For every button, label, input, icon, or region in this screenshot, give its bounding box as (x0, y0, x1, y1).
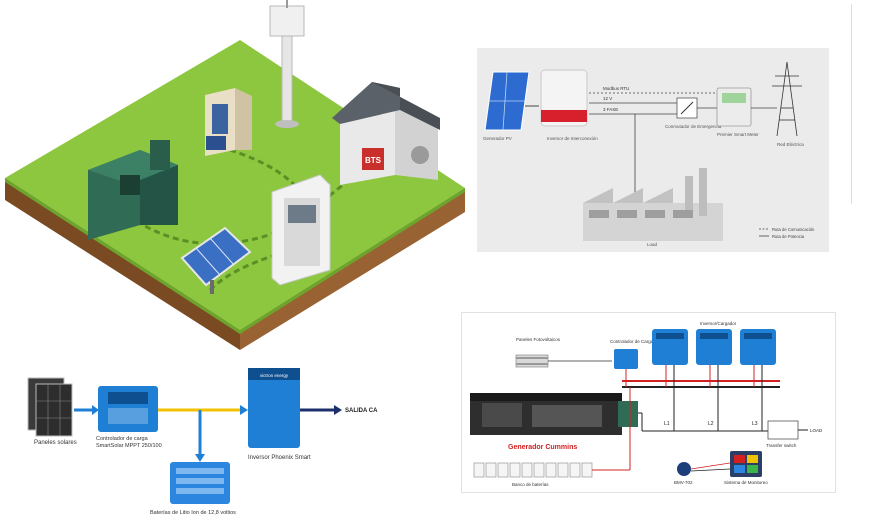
power-cabinet-icon (271, 174, 331, 286)
island-grass-top (5, 40, 465, 330)
phoenix-inverter-icon: victron energy (248, 368, 300, 448)
controller-label-2: SmartSolar MPPT 250/100 (96, 443, 162, 449)
mppt-controller-icon (98, 386, 158, 432)
legend-power-label: Ruta de Potencia (772, 234, 805, 239)
inverter-charger-icon (652, 329, 688, 365)
grid-tie-diagram-panel: Generador PV Inversor de Interconexión M… (477, 48, 829, 252)
grid-inverter-label: Inversor de Interconexión (547, 136, 598, 141)
pv-array-icon (484, 71, 530, 131)
arrow-right-icon (334, 405, 342, 415)
grid-inverter-icon (540, 69, 588, 127)
arrow-down-icon (195, 454, 205, 462)
monitoring-system-icon (730, 451, 762, 477)
inverter-charger-icon (696, 329, 732, 365)
panels-label: Paneles Fotovoltaicos (516, 337, 561, 342)
hybrid-system-schematic: Paneles Fotovoltaicos Controlador de Car… (470, 321, 823, 487)
hybrid-system-panel: Paneles Fotovoltaicos Controlador de Car… (461, 312, 836, 493)
transmission-tower-icon (772, 61, 802, 137)
bts-label: BTS (365, 156, 382, 165)
ac-label: 3 FASE (603, 107, 618, 112)
inverter-label: Inversor Phoenix Smart (248, 455, 311, 461)
victron-dc-system-panel: Paneles solares Controlador de carga Sma… (0, 368, 455, 519)
battery-bank-icon (473, 462, 593, 478)
transfer-switch-icon (767, 420, 799, 440)
bts-shelter-icon: BTS (332, 82, 440, 185)
emergency-switch-icon (676, 97, 698, 119)
dc-line (690, 462, 731, 470)
solar-panel-icon (180, 226, 252, 294)
isometric-microgrid-illustration: BTS (5, 0, 465, 350)
charge-controller-icon (614, 349, 638, 369)
bmv-monitor-icon (677, 462, 691, 476)
line-label-l1: L1 (664, 421, 670, 427)
meter-label: Premier Smart Meter (717, 132, 759, 137)
inverters-label: Inversor/Cargador (700, 321, 737, 326)
panels-label: Paneles solares (34, 440, 77, 446)
isometric-microgrid-panel: BTS (0, 0, 470, 350)
load-label: Load (647, 242, 658, 247)
bank-label: Banco de baterías (512, 482, 549, 487)
victron-dc-schematic: Paneles solares Controlador de carga Sma… (27, 368, 378, 516)
pv-panels-icon (515, 354, 549, 368)
controller-label-1: Controlador de carga (96, 436, 149, 442)
switch-label: Conmutador de Emergencia (665, 124, 722, 129)
bmv-label: BMV-702 (674, 480, 693, 485)
battery-label: Baterías de Litio Ion de 12,8 voltios (150, 510, 236, 516)
generator-icon (88, 140, 178, 240)
solar-panels-icon (27, 377, 73, 437)
dc-line (690, 468, 731, 472)
dc-label: 12 V (603, 96, 612, 101)
pv-label: Generador PV (483, 136, 512, 141)
arrow-right-icon (92, 405, 99, 415)
factory-icon (583, 168, 723, 241)
output-label: SALIDA CA (345, 408, 378, 414)
generator-label: Generador Cummins (508, 444, 577, 451)
island-soil-left (5, 178, 240, 350)
grid-tie-schematic: Generador PV Inversor de Interconexión M… (483, 61, 815, 247)
telecom-tower-icon (269, 0, 305, 128)
controller-label: Controlador de Carga (610, 339, 654, 344)
panel-divider (851, 4, 852, 204)
line-label-l2: L2 (708, 421, 714, 427)
switch-label: Transfer switch (766, 443, 797, 448)
cummins-generator-icon (470, 393, 638, 435)
arrow-right-icon (240, 405, 248, 415)
legend-comm-label: Ruta de Comunicación (772, 227, 815, 232)
monitor-label: Sistema de Monitoreo (724, 480, 768, 485)
island-soil-right (240, 188, 465, 350)
load-label: LOAD (810, 428, 823, 433)
modbus-label: Modbus RTU (603, 86, 629, 91)
grid-label: Red Eléctrica (777, 142, 804, 147)
brand-label: victron energy (260, 373, 289, 378)
inverter-charger-icon (740, 329, 776, 365)
battery-box-icon (206, 136, 226, 150)
smart-meter-icon (716, 87, 752, 127)
line-label-l3: L3 (752, 421, 758, 427)
lithium-battery-icon (170, 462, 230, 504)
